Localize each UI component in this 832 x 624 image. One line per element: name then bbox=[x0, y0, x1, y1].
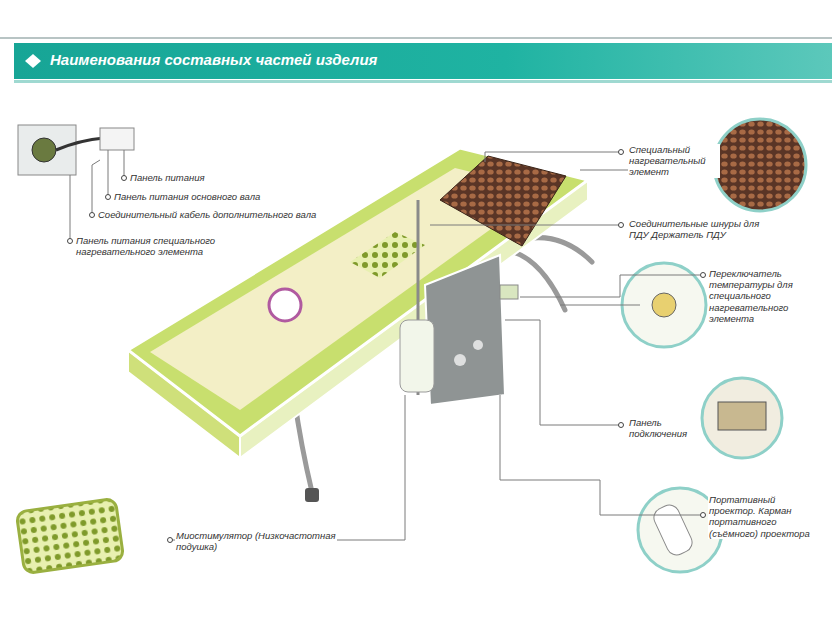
temp-switch bbox=[500, 285, 518, 299]
part-label: Панель питания специального нагревательн… bbox=[75, 235, 267, 257]
part-label: Портативный проектор. Карман портативног… bbox=[708, 494, 820, 539]
part-label: Специальный нагревательный элемент bbox=[628, 144, 720, 178]
part-label: Соединительные шнуры для ПДУ Держатель П… bbox=[628, 218, 780, 240]
connection-panel bbox=[425, 255, 505, 405]
heating-element bbox=[440, 156, 566, 246]
leader-dots bbox=[68, 150, 706, 543]
title-underline bbox=[14, 80, 832, 83]
heating-inset bbox=[714, 119, 806, 211]
plug bbox=[32, 138, 56, 162]
outlet-inset bbox=[18, 125, 76, 175]
part-label: Панель питания bbox=[129, 172, 271, 183]
leg-foot bbox=[305, 488, 319, 502]
title-band bbox=[14, 43, 832, 79]
projector bbox=[651, 502, 696, 558]
panel-flower bbox=[454, 354, 466, 366]
panel-inset bbox=[702, 378, 782, 458]
part-label: Панель питания основного вала bbox=[113, 191, 315, 202]
header-rule bbox=[0, 37, 832, 39]
power-panel bbox=[100, 128, 134, 150]
bullet-diamond bbox=[25, 54, 41, 68]
remote-control bbox=[400, 320, 434, 392]
part-label: Соединительный кабель дополнительного ва… bbox=[97, 209, 339, 220]
leader-lines bbox=[70, 150, 714, 540]
part-label: Панель подключения bbox=[628, 417, 700, 439]
power-cord bbox=[56, 138, 104, 150]
panel-flower bbox=[473, 340, 483, 350]
panel-detail bbox=[718, 402, 766, 430]
switch-knob bbox=[652, 293, 676, 317]
title: Наименования составных частей изделия bbox=[50, 51, 377, 68]
part-label: Переключатель температуры для специально… bbox=[708, 268, 800, 324]
bed-logo bbox=[269, 289, 301, 321]
bed-vents bbox=[350, 232, 425, 278]
myostimulator-pad bbox=[16, 498, 124, 573]
part-label: Миостимулятор (Низкочастотная подушка) bbox=[175, 530, 337, 552]
